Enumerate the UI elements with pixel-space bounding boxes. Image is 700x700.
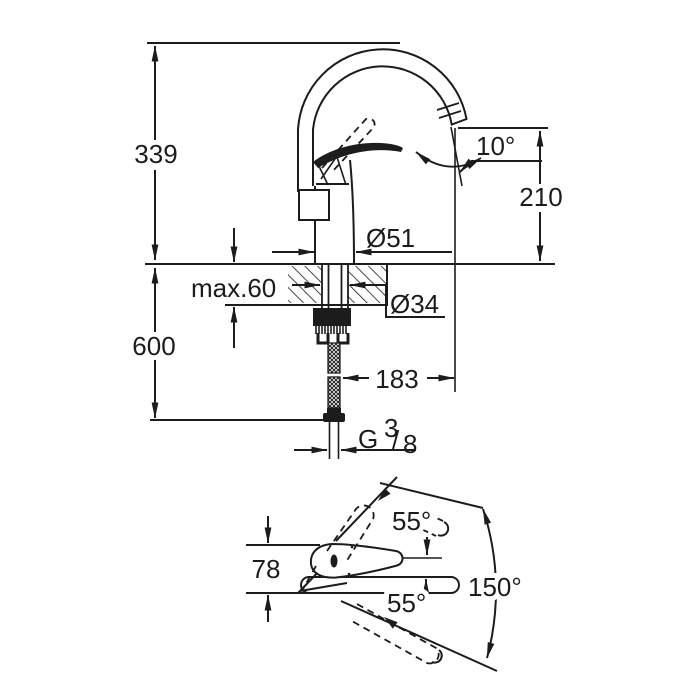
hose-brackets bbox=[316, 333, 350, 345]
spout-tip-ticks bbox=[436, 102, 462, 119]
handle-down-tip-tick bbox=[431, 649, 443, 664]
dim-339-label: 339 bbox=[134, 139, 177, 169]
dim-55-upper-label: 55° bbox=[392, 506, 431, 536]
flex-hose-upper bbox=[327, 342, 341, 374]
dim-78-label: 78 bbox=[252, 554, 281, 584]
dim-183-label: 183 bbox=[375, 364, 418, 394]
handle-lever bbox=[313, 142, 403, 168]
dim-210: 210 bbox=[458, 127, 563, 262]
thread-numerator: 3 bbox=[384, 413, 398, 443]
shank-lines bbox=[321, 264, 349, 308]
swivel-arc bbox=[482, 508, 497, 659]
spout-arc-tube bbox=[297, 48, 468, 192]
thread-denominator: 8 bbox=[403, 429, 417, 459]
spout-top-view bbox=[300, 576, 460, 594]
handle-top-view bbox=[297, 542, 404, 593]
handle-wedge bbox=[297, 568, 348, 593]
spout-rotated-tip-dashed bbox=[412, 510, 444, 537]
dim-d34: Ø34 bbox=[292, 281, 445, 319]
cartridge-strokes bbox=[317, 155, 347, 186]
handle-lever-raised-dashed bbox=[321, 117, 376, 174]
flex-hose-lower bbox=[327, 376, 341, 409]
upper-rotation-line bbox=[335, 476, 398, 542]
dim-d34-leader bbox=[385, 285, 445, 318]
handle-axis-dashed bbox=[302, 565, 317, 590]
handle-rotation-marks bbox=[326, 476, 443, 665]
side-view: 339 600 210 10° Ø51 bbox=[132, 42, 563, 459]
mounting-nut bbox=[313, 308, 351, 326]
hose-connector bbox=[327, 408, 341, 414]
dim-78: 78 bbox=[246, 516, 320, 622]
swivel-range bbox=[340, 482, 498, 672]
dim-183: 183 bbox=[342, 364, 455, 394]
upper-rotation-arrowhead bbox=[378, 488, 391, 501]
faucet-side-outline bbox=[297, 48, 482, 265]
dim-max60: max.60 bbox=[191, 228, 276, 348]
handle-blob bbox=[309, 542, 404, 579]
dim-339: 339 bbox=[134, 45, 178, 261]
handle-mark-bottom bbox=[347, 572, 351, 576]
spout-mount-box bbox=[298, 189, 330, 221]
handle-indicator-dot bbox=[330, 554, 338, 568]
dim-d34-label: Ø34 bbox=[390, 289, 439, 319]
dim-600: 600 bbox=[132, 267, 176, 419]
dim-10deg: 10° bbox=[459, 131, 542, 173]
reference-lines bbox=[145, 42, 555, 421]
dim-d51: Ø51 bbox=[272, 223, 452, 256]
mounting-hardware bbox=[313, 264, 351, 459]
dim-55-lower-label: 55° bbox=[387, 588, 426, 618]
dim-150-label: 150° bbox=[468, 572, 522, 602]
dim-max60-label: max.60 bbox=[191, 273, 276, 303]
outlet-swing-arrow bbox=[415, 151, 482, 169]
dim-600-label: 600 bbox=[132, 331, 175, 361]
outlet-tilt-line bbox=[450, 126, 463, 187]
spout-rotated-tip-solid bbox=[437, 521, 450, 537]
hose-connector-flange bbox=[323, 413, 345, 422]
swivel-upper-boundary bbox=[379, 482, 484, 509]
connection-tube bbox=[328, 422, 340, 459]
dim-210-label: 210 bbox=[519, 182, 562, 212]
handle-down-dashed bbox=[349, 603, 440, 665]
top-view: 78 bbox=[246, 476, 527, 672]
nut-serration bbox=[315, 326, 347, 334]
dim-g38: G 3 / 8 bbox=[294, 413, 417, 459]
swivel-lower-boundary bbox=[340, 600, 498, 672]
thread-slash: / bbox=[392, 425, 400, 455]
dim-d51-label: Ø51 bbox=[366, 223, 415, 253]
handle-mark-top bbox=[350, 545, 354, 549]
thread-letter: G bbox=[358, 424, 378, 454]
dim-10deg-label: 10° bbox=[476, 131, 515, 161]
